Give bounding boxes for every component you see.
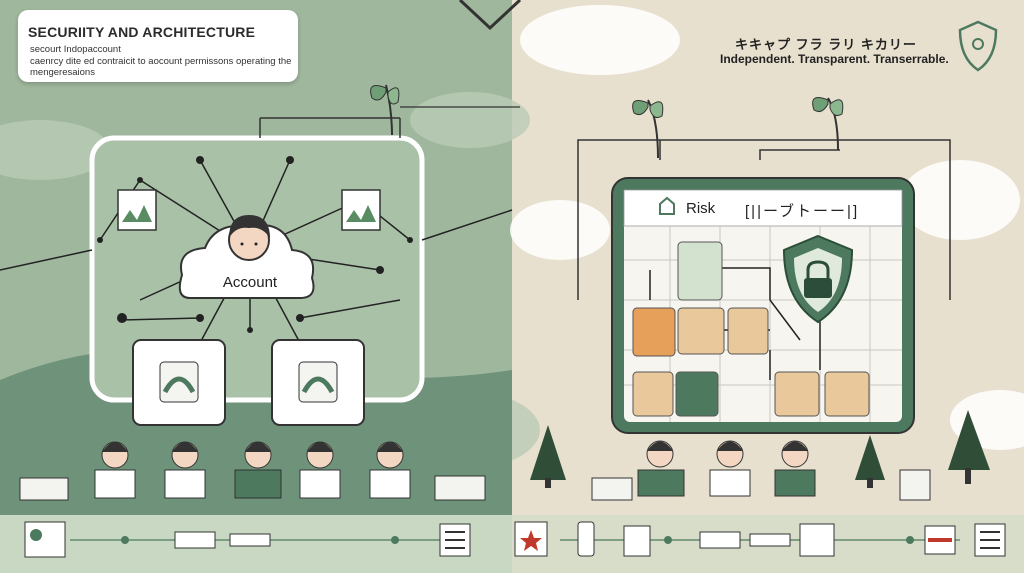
- right-connector-frame: [577, 139, 951, 300]
- left-workers: [19, 441, 486, 501]
- tree-card-left: [117, 189, 157, 231]
- risk-code: [||ーブトーー|]: [745, 203, 860, 220]
- risk-cards: [632, 241, 870, 417]
- tree-card-right: [341, 189, 381, 231]
- right-trees: [530, 410, 990, 488]
- lock-shield-icon: [782, 234, 854, 324]
- device-card-left: [132, 339, 226, 426]
- risk-label: Risk: [686, 200, 716, 217]
- account-label: Account: [222, 274, 278, 291]
- page-title: SECURIITY AND ARCHITECTURE: [28, 24, 256, 40]
- triangle-icon: [458, 0, 522, 31]
- right-title: キキャプ フラ ラリ キカリー: [735, 37, 917, 52]
- network-nodes: [97, 156, 413, 333]
- shield-icon-top: [958, 20, 998, 72]
- bottom-bar-right: [512, 515, 1024, 573]
- device-card-right: [271, 339, 365, 426]
- page-subtitle: secourt Indopaccount: [30, 44, 121, 55]
- right-workers: [591, 440, 931, 501]
- left-sprout-icon: [370, 84, 400, 136]
- title-card: SECURIITY AND ARCHITECTURE secourt Indop…: [18, 10, 298, 82]
- right-tagline: Independent. Transparent. Transerrable.: [720, 52, 949, 66]
- page-description: caenrcy dite ed contraicit to aocount pe…: [30, 56, 292, 78]
- avatar-icon: [228, 215, 270, 261]
- right-clouds: [510, 5, 1024, 450]
- right-sprouts: [632, 97, 844, 159]
